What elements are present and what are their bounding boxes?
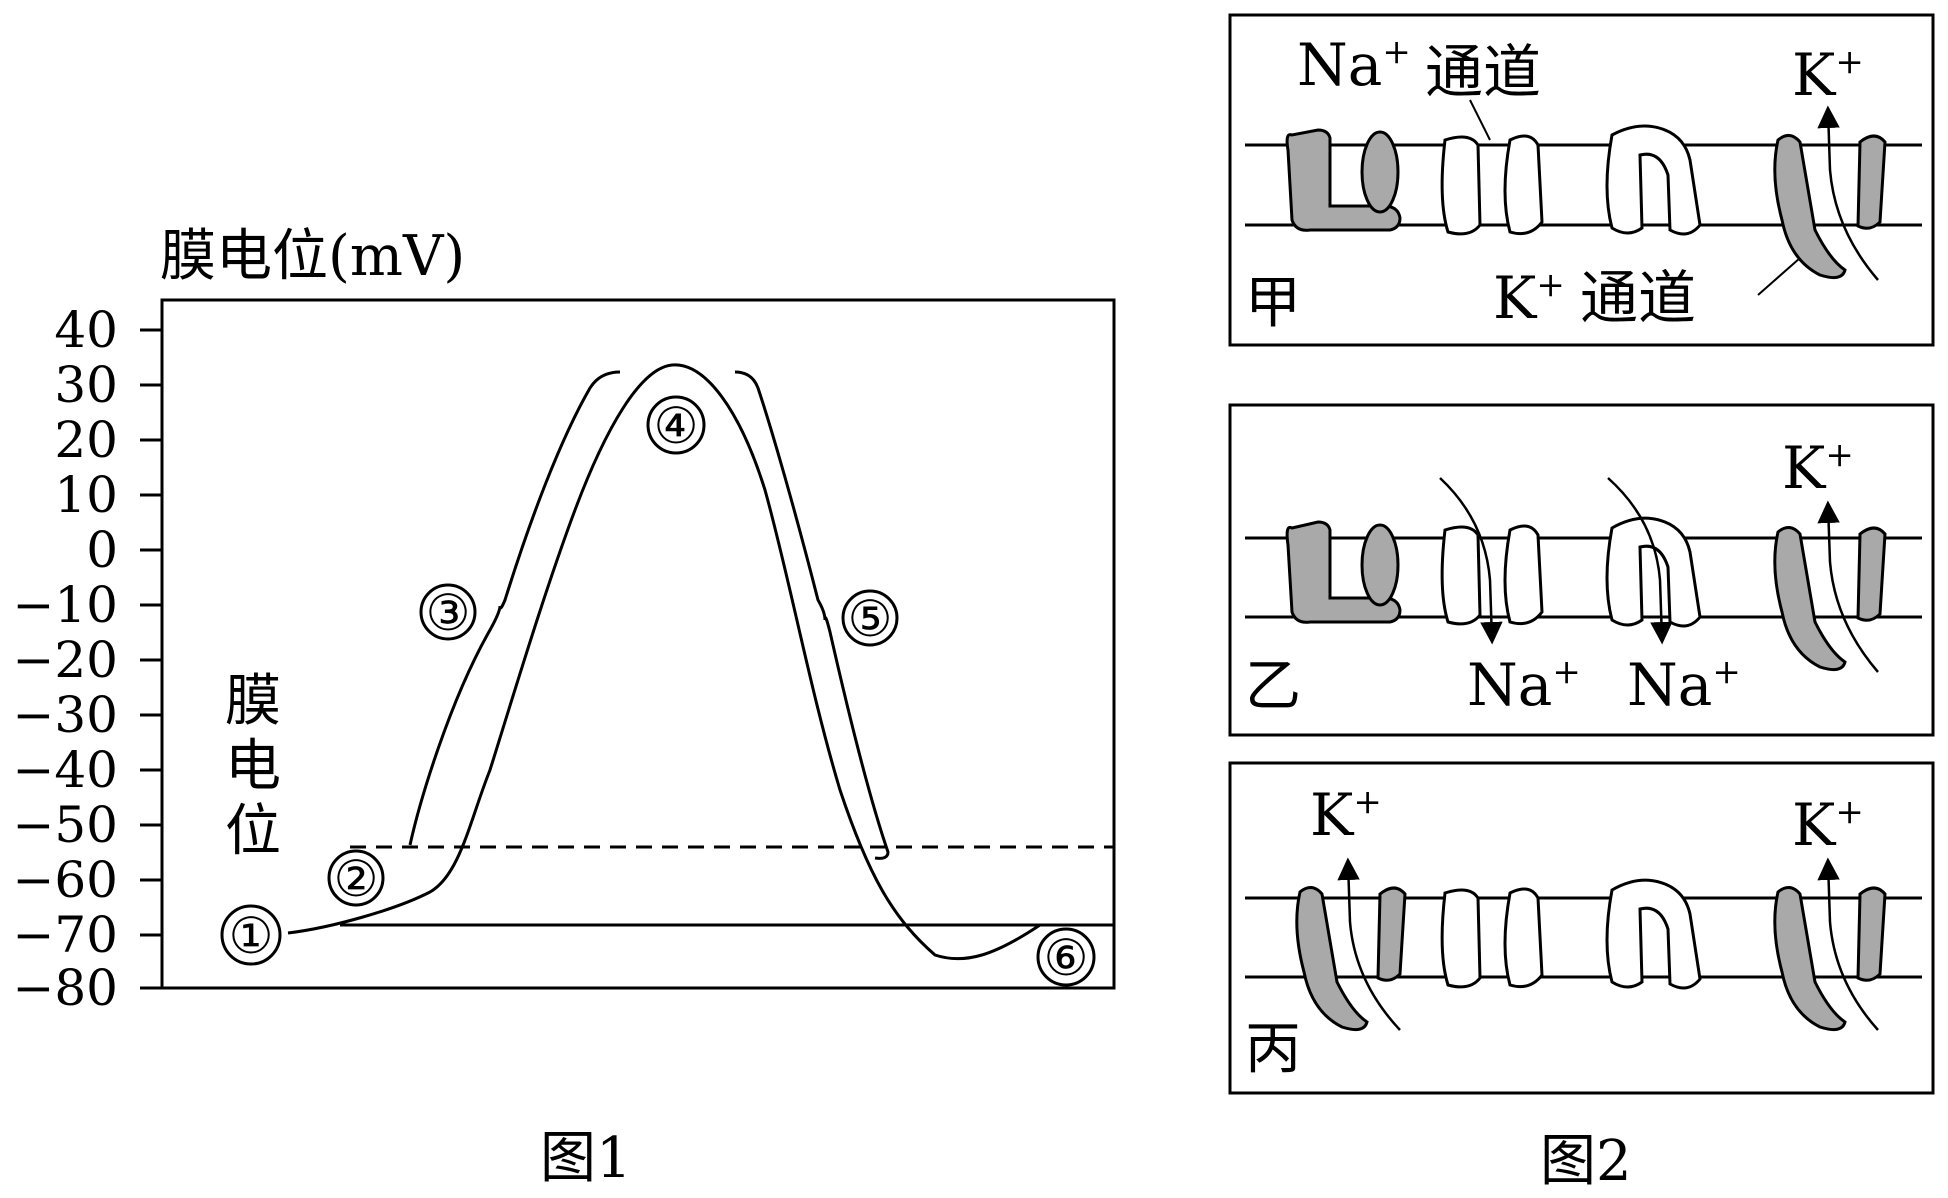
- svg-text:②: ②: [334, 850, 379, 908]
- y-tick-label: 20: [54, 411, 118, 469]
- na-channel-twisted: [1605, 516, 1702, 628]
- k-efflux-arrow: [1817, 500, 1879, 673]
- figure-1-caption: 图1: [540, 1126, 632, 1191]
- panel-name-jia: 甲: [1245, 271, 1301, 336]
- na-channel-open-left: [1440, 525, 1482, 626]
- y-tick-label: 10: [54, 466, 118, 524]
- na-channel-inactivation-gate: [1285, 520, 1402, 624]
- marker-1: ①: [220, 904, 282, 966]
- y-tick-label: −20: [12, 631, 118, 689]
- panel-name-bing: 丙: [1245, 1017, 1301, 1082]
- y-tick-label: 40: [54, 301, 118, 359]
- inline-label-char: 位: [225, 799, 281, 864]
- y-axis-title: 膜电位(mV): [160, 224, 465, 289]
- inline-label-char: 膜: [225, 669, 281, 734]
- k-efflux-arrow: [1817, 857, 1879, 1031]
- na-channel-pointer: [1469, 99, 1491, 141]
- na-channel-closed-left: [1440, 888, 1482, 989]
- na-ion-label: Na+: [1467, 651, 1581, 719]
- marker-4: ④: [646, 395, 706, 455]
- k-channel-ion-label: K+: [1493, 264, 1565, 332]
- panel-bing: K+ K+ 丙: [1228, 761, 1935, 1095]
- y-tick-label: 30: [54, 356, 118, 414]
- y-tick-label: −40: [12, 741, 118, 799]
- marker-5: ⑤: [841, 589, 899, 648]
- svg-text:⑥: ⑥: [1044, 929, 1089, 987]
- y-tick-label: −10: [12, 576, 118, 634]
- panel-name-yi: 乙: [1245, 654, 1301, 719]
- svg-text:①: ①: [229, 907, 274, 965]
- k-channel-right: [1856, 886, 1887, 982]
- panel-yi: K+ Na+ Na+ 乙: [1228, 403, 1935, 737]
- figure-1: 膜电位(mV) 40 30 20 10 0 −10 −20: [12, 224, 1116, 1191]
- na-channel-subunit: [1360, 523, 1400, 607]
- k-channel-pointer: [1757, 257, 1801, 296]
- na-channel-label: 通道: [1425, 38, 1541, 106]
- k-channel-label: 通道: [1580, 264, 1696, 332]
- k-channel-left: [1773, 886, 1847, 1032]
- k-efflux-arrow: [1337, 857, 1401, 1031]
- na-channel-twisted: [1605, 124, 1702, 236]
- na-channel-inactivation-gate: [1285, 128, 1402, 232]
- na-channel-subunit: [1360, 130, 1400, 214]
- y-tick-label: −80: [12, 959, 118, 1017]
- na-channel-open-right: [1503, 524, 1544, 626]
- k-ion-label: K+: [1782, 434, 1854, 502]
- y-tick-label: −30: [12, 686, 118, 744]
- plot-frame: [160, 298, 1116, 990]
- y-tick-label: −60: [12, 851, 118, 909]
- y-tick-labels: 40 30 20 10 0 −10 −20 −30 −40 −50 −60 −7…: [12, 301, 118, 1017]
- panel-jia: Na+ 通道 K+ K+ 通道 甲: [1228, 13, 1935, 347]
- na-ion-label: Na+: [1297, 31, 1411, 99]
- k-channel-left: [1773, 134, 1847, 280]
- marker-3: ③: [419, 583, 477, 642]
- y-tick-label: −50: [12, 796, 118, 854]
- na-channel-closed-right: [1503, 134, 1544, 236]
- svg-text:⑤: ⑤: [848, 590, 893, 648]
- figure-2: Na+ 通道 K+ K+ 通道 甲 K+ Na+ Na+ 乙: [1228, 13, 1935, 1194]
- marker-2: ②: [327, 849, 385, 908]
- y-tick-label: −70: [12, 906, 118, 964]
- na-ion-label: Na+: [1627, 651, 1741, 719]
- na-channel-closed-right: [1503, 887, 1544, 989]
- k-channel-left: [1295, 886, 1369, 1032]
- svg-text:③: ③: [426, 584, 471, 642]
- k-efflux-arrow: [1817, 105, 1879, 281]
- y-tick-marks: [140, 328, 162, 990]
- svg-text:④: ④: [654, 397, 699, 455]
- action-potential-curve: [287, 363, 1041, 961]
- na-channel-twisted: [1605, 878, 1702, 990]
- inline-label-char: 电: [225, 734, 281, 799]
- k-channel-left: [1773, 526, 1847, 672]
- brace-5: [734, 370, 890, 860]
- figure-2-caption: 图2: [1540, 1129, 1632, 1194]
- na-influx-arrow: [1607, 477, 1673, 645]
- na-channel-closed-left: [1440, 135, 1482, 236]
- k-channel-right: [1856, 526, 1887, 622]
- k-ion-label: K+: [1792, 41, 1864, 109]
- k-channel-right: [1856, 134, 1887, 230]
- k-channel-right: [1376, 886, 1407, 982]
- marker-6: ⑥: [1036, 927, 1096, 987]
- brace-3: [408, 370, 621, 846]
- y-tick-label: 0: [86, 521, 118, 579]
- k-ion-label: K+: [1792, 791, 1864, 859]
- na-influx-arrow: [1439, 477, 1503, 645]
- k-ion-label: K+: [1310, 781, 1382, 849]
